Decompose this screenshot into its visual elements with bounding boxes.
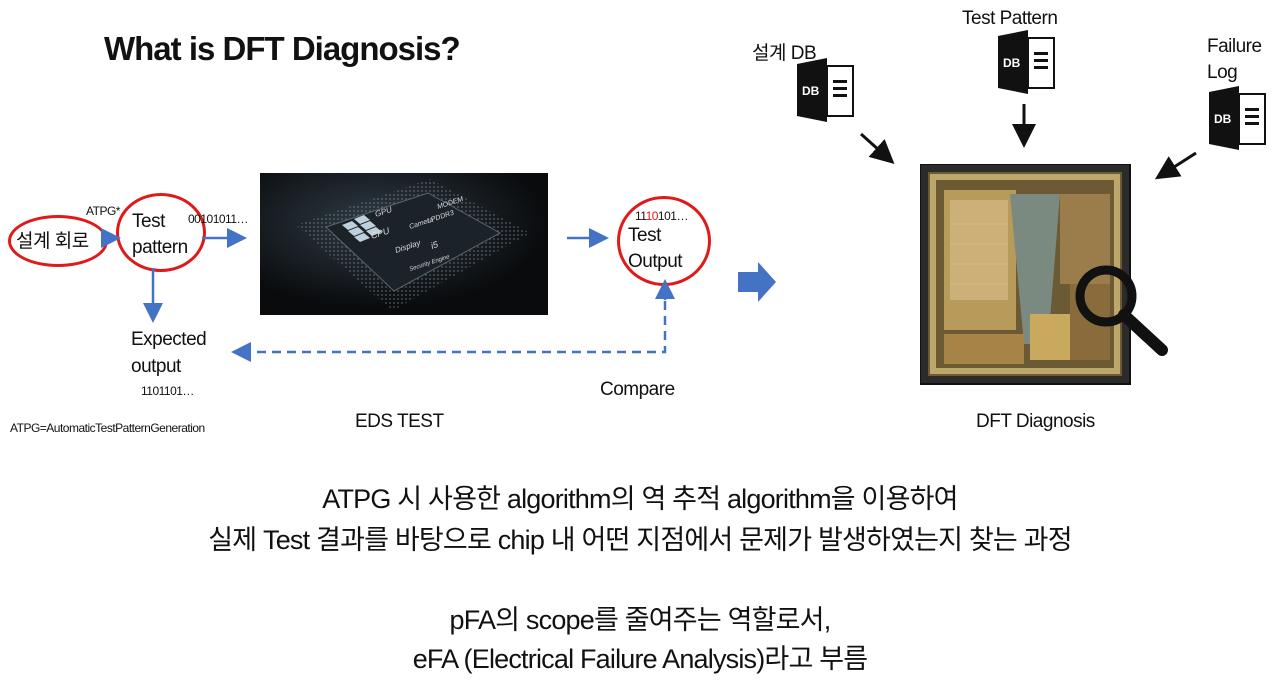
test-output-bits: 1110101… (635, 209, 688, 223)
pattern-bits: 00101011… (188, 212, 249, 226)
expected-output-label-2: output (131, 356, 181, 377)
eds-test-label: EDS TEST (355, 411, 444, 432)
compare-label: Compare (600, 379, 675, 400)
test-pattern-db-label: Test Pattern (962, 8, 1058, 29)
arrow-failurelog-to-chip (1154, 151, 1197, 180)
compare-dashed-arrow (231, 286, 667, 362)
chip-photo: GPU CPU Display Camera i5 LPDDR3 MODEM S… (260, 173, 548, 315)
magnifier-icon (1075, 265, 1168, 356)
chip-label-i5: i5 (430, 239, 441, 251)
arrow-designdb-to-chip (859, 132, 895, 165)
design-db-icon: DB (797, 58, 854, 122)
test-output-bits-post: 101… (657, 209, 689, 223)
test-output-bits-red: 10 (646, 209, 658, 223)
expected-output-label-1: Expected (131, 329, 207, 350)
failure-log-db-icon: DB (1209, 86, 1266, 150)
atpg-footnote: ATPG=AutomaticTestPatternGeneration (10, 421, 205, 435)
page-title: What is DFT Diagnosis? (104, 30, 461, 67)
bottom-line-1: ATPG 시 사용한 algorithm의 역 추적 algorithm을 이용… (322, 484, 958, 514)
block-arrow (738, 262, 776, 302)
failure-log-label-1: Failure (1207, 36, 1262, 57)
test-pattern-db-icon-text: DB (1003, 56, 1021, 70)
test-output-bits-pre: 11 (635, 209, 647, 223)
design-db-icon-text: DB (802, 84, 820, 98)
expected-bits: 1101101… (141, 384, 194, 398)
test-output-label-1: Test (628, 225, 661, 246)
test-pattern-label-1: Test (132, 211, 165, 232)
bottom-line-3: pFA의 scope를 줄여주는 역할로서, (449, 605, 832, 635)
test-pattern-db-icon: DB (998, 30, 1055, 94)
failure-log-label-2: Log (1207, 62, 1238, 83)
bottom-line-2: 실제 Test 결과를 바탕으로 chip 내 어떤 지점에서 문제가 발생하였… (208, 525, 1072, 555)
chip-die-image (920, 164, 1168, 385)
design-db-label: 설계 DB (752, 43, 817, 64)
dft-diagnosis-label: DFT Diagnosis (976, 411, 1095, 432)
design-circuit-label: 설계 회로 (16, 231, 89, 252)
bottom-line-4: eFA (Electrical Failure Analysis)라고 부름 (412, 644, 868, 674)
failure-log-db-icon-text: DB (1214, 112, 1232, 126)
test-output-label-2: Output (628, 251, 683, 272)
atpg-note: ATPG* (86, 204, 120, 218)
test-pattern-label-2: pattern (132, 237, 188, 258)
